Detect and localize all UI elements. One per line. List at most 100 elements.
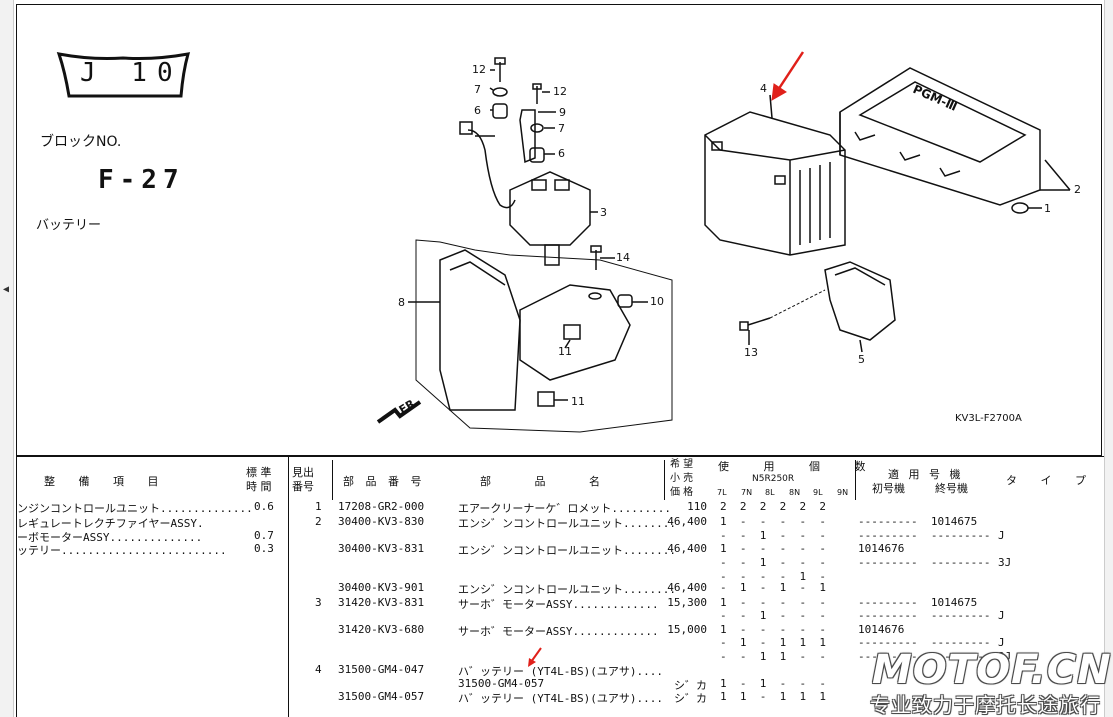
col-last-header: 終号機 bbox=[935, 482, 968, 495]
part-row-7-part: 30400-KV3-901 bbox=[338, 581, 425, 594]
part-row-1-usage: 2 2 2 2 2 2 bbox=[720, 500, 826, 513]
part-row-8-ref: 3 bbox=[315, 596, 322, 609]
red-battery-pointer-icon bbox=[528, 647, 542, 667]
table-name-rule bbox=[664, 460, 665, 500]
part-row-3-usage: - - 1 - - - bbox=[720, 529, 826, 542]
left-row-4-time: 0.3 bbox=[254, 542, 274, 555]
callout-2: 2 bbox=[1074, 183, 1081, 196]
scroll-left-arrow-icon[interactable]: ◀ bbox=[3, 284, 10, 295]
bolt-12-shape bbox=[494, 57, 506, 82]
part-row-2-applic: --------- 1014675 bbox=[858, 515, 978, 528]
block-name: バッテリー bbox=[36, 218, 102, 233]
part-row-4-name: エンシ゛ンコントロールユニット........ bbox=[458, 544, 676, 557]
col-first-header: 初号機 bbox=[872, 482, 905, 495]
part-row-11-usage: - 1 - 1 1 1 bbox=[720, 636, 826, 649]
left-row-3-time: 0.7 bbox=[254, 529, 274, 542]
usage-col-8l: 8L bbox=[765, 488, 775, 497]
callout-11b: 11 bbox=[571, 395, 585, 408]
callout-5: 5 bbox=[858, 353, 865, 366]
callout-8: 8 bbox=[398, 296, 405, 309]
part-row-1-price: 110 bbox=[687, 500, 707, 513]
part-row-6-usage: - - - - 1 - bbox=[720, 570, 826, 583]
part-row-10-part: 31420-KV3-680 bbox=[338, 623, 425, 636]
red-pointer-arrow-icon bbox=[771, 51, 805, 101]
part-row-12-usage: - - 1 1 - - bbox=[720, 650, 826, 663]
part-row-15-usage: 1 1 - 1 1 1 bbox=[720, 690, 826, 703]
col-price-header: 希 望 小 売 価 格 bbox=[670, 459, 694, 498]
usage-col-8n: 8N bbox=[789, 488, 801, 497]
callout-7b: 7 bbox=[558, 122, 565, 135]
part-row-5-applic: --------- --------- bbox=[858, 556, 991, 569]
watermark-logo: MOTOF.CN bbox=[872, 647, 1112, 693]
part-row-10-applic: 1014676 bbox=[858, 623, 905, 636]
right-scroll-gutter[interactable] bbox=[1104, 0, 1113, 717]
col-applic-header: 適 用 号 機 bbox=[888, 468, 964, 481]
part-row-2-price: 46,400 bbox=[667, 515, 707, 528]
table-left-rule bbox=[16, 456, 17, 717]
callout-6b: 6 bbox=[558, 147, 565, 160]
part-row-8-usage: 1 - - - - - bbox=[720, 596, 826, 609]
callout-3: 3 bbox=[600, 206, 607, 219]
callout-13: 13 bbox=[744, 346, 758, 359]
part-row-3-applic: --------- --------- bbox=[858, 529, 991, 542]
watermark-tagline: 专业致力于摩托长途旅行 bbox=[870, 693, 1101, 717]
callout-9: 9 bbox=[559, 106, 566, 119]
servo-motor-3-shape bbox=[509, 171, 591, 266]
callout-12b: 12 bbox=[553, 85, 567, 98]
j-tab-badge bbox=[56, 52, 191, 98]
part-row-10-name: サーホ゛モーターASSY............. bbox=[458, 625, 659, 638]
usage-col-7l: 7L bbox=[717, 488, 727, 497]
left-row-1-time: 0.6 bbox=[254, 500, 274, 513]
part-row-4-applic: 1014676 bbox=[858, 542, 905, 555]
exploded-parts-diagram: PGM-Ⅲ FR. bbox=[376, 51, 1071, 433]
callout-10: 10 bbox=[650, 295, 664, 308]
col-usage-header: 使 用 個 数 bbox=[718, 460, 872, 473]
part-row-15-price: シ゛カ bbox=[674, 692, 707, 705]
part-row-1-part: 17208-GR2-000 bbox=[338, 500, 425, 513]
part-row-4-part: 30400-KV3-831 bbox=[338, 542, 425, 555]
grommet-1-shape bbox=[1011, 202, 1029, 214]
col-name-header: 部 品 名 bbox=[480, 475, 620, 488]
col-ref-header: 見出 番号 bbox=[292, 466, 314, 493]
part-row-5-usage: - - 1 - - - bbox=[720, 556, 826, 569]
callout-11a: 11 bbox=[558, 345, 572, 358]
col-type-header: タ イ プ bbox=[1006, 474, 1096, 487]
part-row-8-part: 31420-KV3-831 bbox=[338, 596, 425, 609]
block-number: F-27 bbox=[98, 165, 185, 195]
part-row-11-applic: --------- --------- bbox=[858, 636, 991, 649]
part-row-12-type: 3J bbox=[998, 650, 1012, 663]
ecu-logo-text: PGM-Ⅲ bbox=[911, 82, 960, 114]
table-usage-rule bbox=[855, 460, 856, 500]
col-item-header: 整 備 項 目 bbox=[44, 475, 169, 488]
part-row-14-price: シ゛カ bbox=[674, 679, 707, 692]
part-row-9-applic: --------- --------- bbox=[858, 609, 991, 622]
part-row-2-ref: 2 bbox=[315, 515, 322, 528]
part-row-15-part: 31500-GM4-057 bbox=[338, 690, 425, 703]
bracket-9-shape bbox=[519, 109, 536, 164]
col-partno-header: 部 品 番 号 bbox=[343, 475, 426, 488]
part-row-3-type: J bbox=[998, 529, 1005, 542]
engine-control-unit-2-shape bbox=[839, 67, 1041, 206]
part-row-2-part: 30400-KV3-830 bbox=[338, 515, 425, 528]
nut-11-shape bbox=[563, 324, 581, 340]
part-row-12-applic: --------- --------- bbox=[858, 650, 991, 663]
col-model-header: N5R250R bbox=[752, 474, 795, 484]
block-number-label: ブロックNO. bbox=[40, 134, 122, 150]
battery-4-shape bbox=[704, 111, 846, 256]
part-row-11-type: J bbox=[998, 636, 1005, 649]
part-row-5-type: 3J bbox=[998, 556, 1012, 569]
diagram-code: KV3L-F2700A bbox=[955, 413, 1022, 424]
part-row-15-name: ハ゛ッテリー (YT4L-BS)(ユアサ).... bbox=[458, 692, 663, 705]
part-row-7-usage: - 1 - 1 - 1 bbox=[720, 581, 826, 594]
part-row-13-part: 31500-GM4-047 bbox=[338, 663, 425, 676]
part-row-9-type: J bbox=[998, 609, 1005, 622]
part-row-14-name: 31500-GM4-057 bbox=[458, 677, 545, 690]
j-code: J 10 bbox=[80, 58, 183, 88]
tray-shape bbox=[519, 284, 631, 381]
table-ref-rule bbox=[332, 460, 333, 500]
left-scroll-gutter[interactable]: ◀ bbox=[0, 0, 14, 717]
callout-7a: 7 bbox=[474, 83, 481, 96]
part-row-10-price: 15,000 bbox=[667, 623, 707, 636]
left-row-2-item: レギュレートレクチファイヤーASSY. bbox=[17, 517, 204, 530]
callout-12a: 12 bbox=[472, 63, 486, 76]
